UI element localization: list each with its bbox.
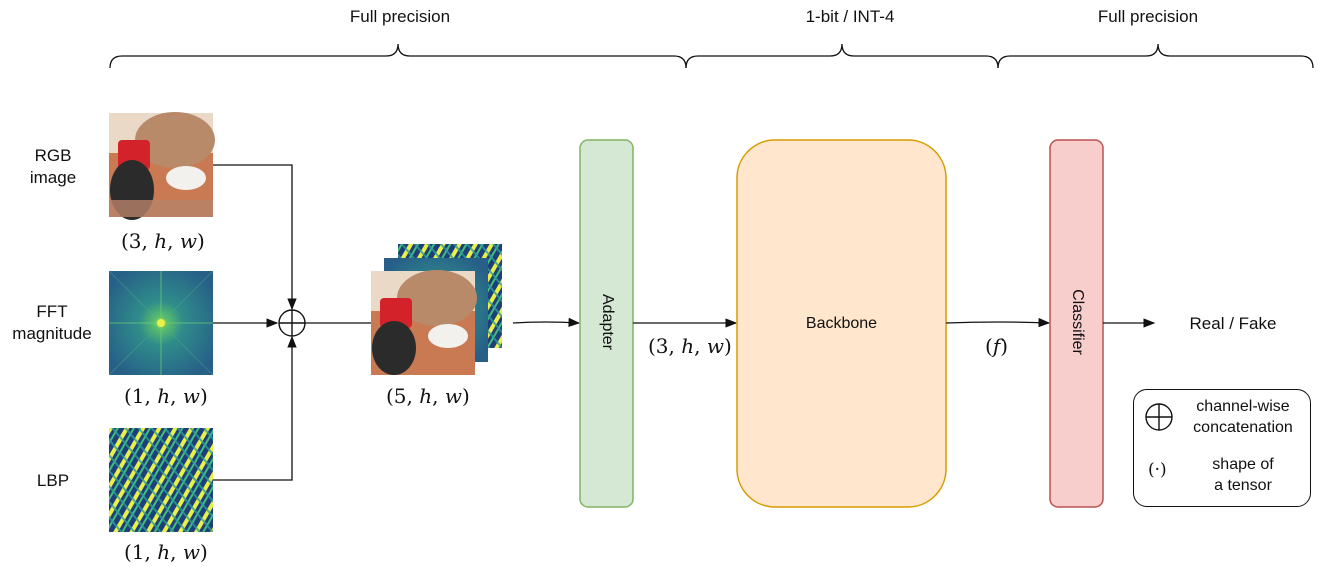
shape-backbone-out: (f) bbox=[985, 334, 1009, 358]
lbp-thumbnail bbox=[109, 428, 213, 532]
classifier-label: Classifier bbox=[1069, 289, 1086, 355]
input-label-lbp: LBP bbox=[36, 471, 70, 490]
backbone-label: Backbone bbox=[805, 315, 878, 332]
section-label-full-precision-left: Full precision bbox=[349, 7, 451, 26]
concat-symbol bbox=[278, 309, 306, 337]
rgb-image-thumbnail bbox=[109, 112, 215, 220]
output-label: Real / Fake bbox=[1189, 314, 1277, 333]
shape-lbp: (1, h, w) bbox=[124, 540, 208, 564]
legend-shape-label: shape of a tensor bbox=[1212, 456, 1274, 494]
input-label-rgb: RGB image bbox=[29, 146, 77, 187]
legend-box bbox=[1133, 389, 1311, 507]
shape-fft: (1, h, w) bbox=[124, 384, 208, 408]
shape-rgb: (3, h, w) bbox=[121, 229, 205, 253]
stacked-channels bbox=[371, 244, 502, 375]
section-label-full-precision-right: Full precision bbox=[1097, 7, 1199, 26]
shape-adapter-out: (3, h, w) bbox=[648, 334, 732, 358]
brace-full-precision-left bbox=[109, 43, 687, 69]
fft-magnitude-thumbnail bbox=[108, 270, 214, 376]
adapter-label: Adapter bbox=[599, 293, 616, 351]
legend-concat-label: channel-wise concatenation bbox=[1193, 398, 1293, 436]
backbone-block bbox=[736, 139, 947, 508]
input-label-fft: FFT magnitude bbox=[12, 302, 92, 343]
shape-stacked: (5, h, w) bbox=[386, 384, 470, 408]
brace-quantized bbox=[685, 43, 999, 69]
legend-concat-symbol bbox=[1145, 403, 1173, 431]
legend-shape-symbol: (·) bbox=[1148, 460, 1167, 480]
brace-full-precision-right bbox=[997, 43, 1314, 69]
section-label-quantized: 1-bit / INT-4 bbox=[805, 7, 895, 26]
